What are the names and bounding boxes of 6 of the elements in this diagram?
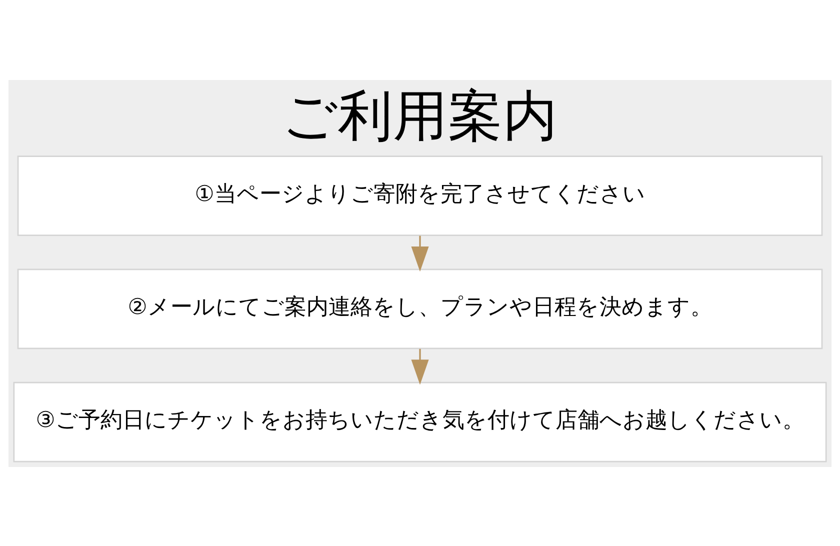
node-box: ①当ページよりご寄附を完了させてください xyxy=(17,155,823,236)
arrow xyxy=(411,235,429,272)
node-box: ②メールにてご案内連絡をし、プランや日程を決めます。 xyxy=(17,268,823,349)
arrow xyxy=(411,348,429,384)
node-box: ③ご予約日にチケットをお持ちいただき気を付けて店舗へお越しください。 xyxy=(13,381,827,462)
diagram-title: ご利用案内 xyxy=(282,83,558,148)
